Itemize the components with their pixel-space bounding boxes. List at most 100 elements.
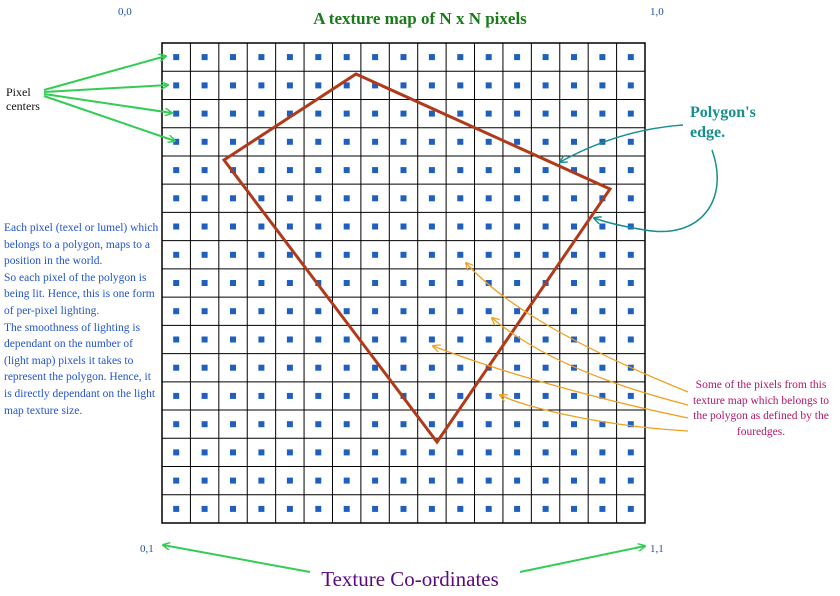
pixel-center bbox=[258, 280, 265, 286]
pixel-center bbox=[372, 82, 379, 89]
pixel-center bbox=[230, 110, 236, 117]
pixel-center bbox=[258, 167, 265, 174]
pixel-center bbox=[400, 138, 407, 145]
pixel-center bbox=[201, 167, 208, 174]
description-paragraph: Each pixel (texel or lumel) which belong… bbox=[4, 222, 159, 268]
pixel-center bbox=[258, 110, 265, 117]
pixel-center bbox=[571, 308, 577, 315]
pixel-center bbox=[542, 167, 549, 174]
pixel-center bbox=[514, 280, 521, 286]
pixel-center bbox=[173, 54, 180, 61]
pixel-center bbox=[485, 167, 492, 174]
pixel-center bbox=[201, 110, 208, 117]
pixel-center bbox=[428, 223, 435, 230]
pixel-center bbox=[428, 477, 435, 484]
pixel-center bbox=[315, 167, 322, 174]
pixel-center bbox=[400, 82, 407, 89]
pixel-center bbox=[514, 138, 521, 145]
pixel-center bbox=[428, 421, 435, 428]
pixel-center bbox=[485, 336, 492, 343]
pixel-center bbox=[315, 308, 322, 315]
pixel-center bbox=[627, 308, 634, 315]
description-paragraph: The smoothness of lighting is dependant … bbox=[4, 321, 156, 417]
pixel-center bbox=[343, 364, 350, 371]
pixel-center bbox=[627, 280, 634, 286]
pixel-center bbox=[542, 223, 549, 230]
pixel-center bbox=[372, 364, 379, 371]
pixel-center bbox=[457, 223, 464, 230]
pixel-center bbox=[173, 82, 180, 89]
pixel-center bbox=[599, 477, 606, 484]
pixel-center bbox=[173, 195, 180, 202]
pixel-centers-arrows bbox=[43, 56, 175, 141]
pixel-center bbox=[343, 477, 350, 484]
pixel-center bbox=[485, 82, 492, 89]
polygon-edge bbox=[221, 72, 613, 445]
pixel-center bbox=[542, 364, 549, 371]
pixel-center bbox=[258, 138, 265, 145]
pixel-center bbox=[230, 308, 236, 315]
pixel-center bbox=[485, 421, 492, 428]
pixel-center bbox=[286, 280, 293, 286]
pixel-center bbox=[315, 223, 322, 230]
pixel-center bbox=[372, 280, 379, 286]
pixel-center bbox=[485, 449, 492, 456]
pixel-center bbox=[230, 336, 236, 343]
pixel-center bbox=[485, 195, 492, 202]
note-arrow bbox=[466, 263, 689, 393]
pixel-center bbox=[485, 110, 492, 117]
description-text: Each pixel (texel or lumel) which belong… bbox=[4, 220, 159, 419]
pixel-center bbox=[343, 82, 350, 89]
pixel-center bbox=[627, 505, 634, 512]
pixel-center bbox=[428, 392, 435, 399]
pixel-center bbox=[372, 251, 379, 258]
pixel-center bbox=[400, 223, 407, 230]
pixel-center bbox=[258, 392, 265, 399]
pixel-center bbox=[457, 195, 464, 202]
pixel-center bbox=[400, 167, 407, 174]
pixel-center bbox=[457, 308, 464, 315]
pixel-center bbox=[627, 195, 634, 202]
pixel-center bbox=[372, 477, 379, 484]
pixel-center bbox=[315, 251, 322, 258]
pixel-center bbox=[173, 280, 180, 286]
pixel-center bbox=[343, 308, 350, 315]
pixel-center bbox=[286, 251, 293, 258]
pixel-center bbox=[457, 82, 464, 89]
pixel-center bbox=[457, 280, 464, 286]
pixel-center bbox=[571, 364, 577, 371]
pixel-center bbox=[258, 336, 265, 343]
pixel-center bbox=[428, 251, 435, 258]
pixel-center bbox=[542, 110, 549, 117]
pixel-center bbox=[400, 421, 407, 428]
pixel-center bbox=[343, 251, 350, 258]
pixel-center bbox=[457, 138, 464, 145]
pixel-center-arrow bbox=[43, 56, 166, 91]
corner-label-bottom-right: 1,1 bbox=[650, 543, 664, 555]
pixel-center bbox=[372, 223, 379, 230]
note-arrow bbox=[433, 346, 689, 419]
pixel-center bbox=[542, 82, 549, 89]
pixel-center bbox=[201, 449, 208, 456]
pixel-center bbox=[400, 280, 407, 286]
texture-coordinates-label: Texture Co-ordinates bbox=[321, 567, 499, 591]
pixel-center bbox=[514, 223, 521, 230]
pixel-center bbox=[599, 421, 606, 428]
pixel-center bbox=[571, 138, 577, 145]
pixel-center bbox=[400, 308, 407, 315]
pixel-center bbox=[599, 110, 606, 117]
pixel-center bbox=[571, 392, 577, 399]
pixel-center bbox=[400, 336, 407, 343]
pixel-center bbox=[485, 392, 492, 399]
pixel-center bbox=[201, 505, 208, 512]
pixel-center bbox=[485, 138, 492, 145]
pixel-center bbox=[514, 421, 521, 428]
pixel-center bbox=[372, 336, 379, 343]
pixel-center bbox=[258, 251, 265, 258]
pixel-center bbox=[599, 280, 606, 286]
pixel-center bbox=[457, 392, 464, 399]
pixel-center bbox=[428, 449, 435, 456]
pixel-center bbox=[372, 54, 379, 61]
pixel-center bbox=[230, 364, 236, 371]
